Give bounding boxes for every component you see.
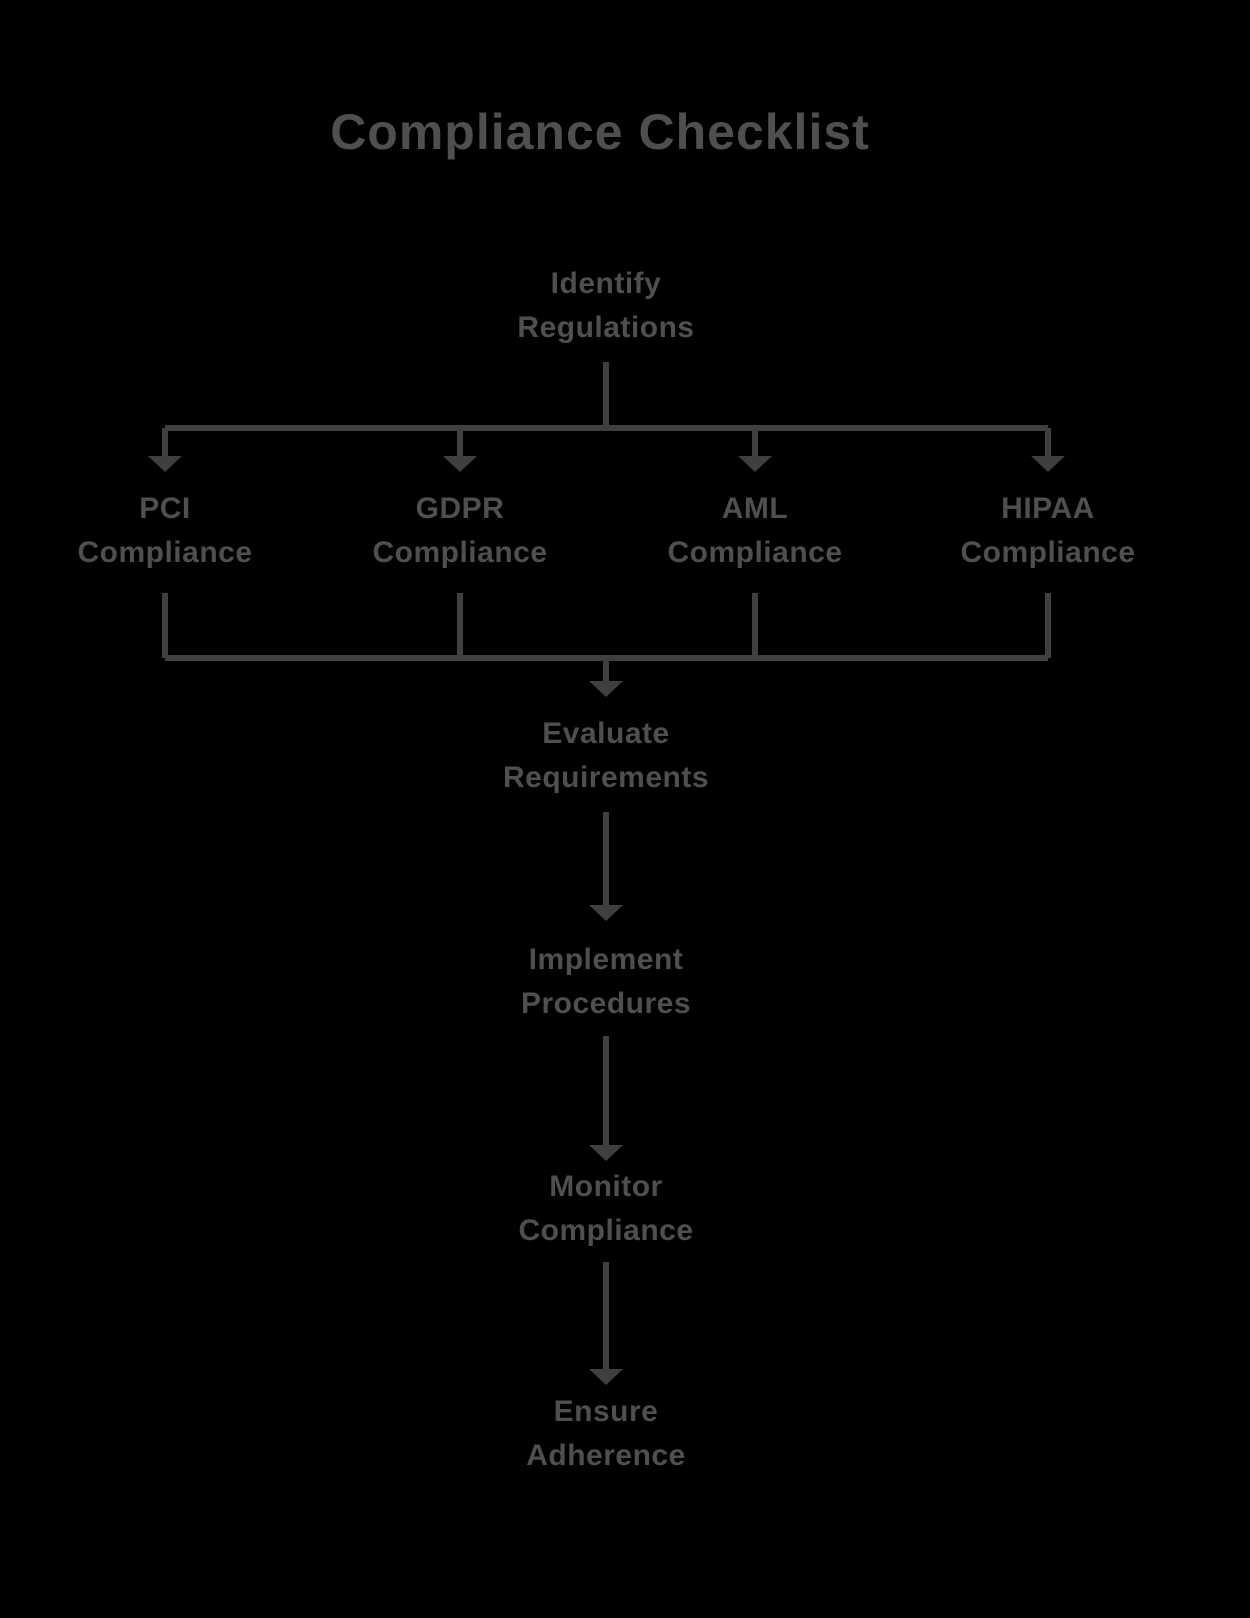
- node-monitor-line2: Compliance: [518, 1214, 694, 1247]
- branch-3-line2: Compliance: [667, 536, 843, 569]
- arrow-implement-to-monitor: [589, 1036, 623, 1161]
- node-hipaa-compliance: HIPAA Compliance: [960, 487, 1135, 575]
- node-evaluate-line2: Requirements: [502, 761, 710, 794]
- branch-1-line1: PCI: [139, 492, 191, 525]
- branch-4-line2: Compliance: [960, 536, 1136, 569]
- branch-3-line1: AML: [721, 492, 789, 525]
- page-title: Compliance Checklist: [330, 104, 870, 160]
- arrow-split-branch-4: [1031, 428, 1065, 472]
- node-implement-line2: Procedures: [520, 987, 692, 1020]
- arrowhead-implement: [589, 905, 623, 921]
- branch-4-line1: HIPAA: [1001, 492, 1095, 525]
- arrow-split-branch-3: [738, 428, 772, 472]
- node-identify-line1: Identify: [550, 267, 662, 300]
- node-gdpr-compliance: GDPR Compliance: [372, 487, 547, 575]
- node-monitor-line1: Monitor: [549, 1170, 663, 1203]
- arrow-split-branch-2: [443, 428, 477, 472]
- branch-2-line1: GDPR: [415, 492, 505, 525]
- arrowhead-branch-4: [1031, 456, 1065, 472]
- node-implement-procedures: Implement Procedures: [521, 938, 691, 1026]
- arrowhead-evaluate: [589, 681, 623, 697]
- node-ensure-line2: Adherence: [526, 1439, 686, 1472]
- arrowhead-ensure: [589, 1369, 623, 1385]
- arrowhead-branch-1: [148, 456, 182, 472]
- node-monitor-compliance: Monitor Compliance: [518, 1165, 693, 1253]
- node-ensure-adherence: Ensure Adherence: [526, 1390, 686, 1478]
- branch-1-line2: Compliance: [77, 536, 253, 569]
- node-evaluate-line1: Evaluate: [542, 717, 670, 750]
- arrowhead-monitor: [589, 1145, 623, 1161]
- arrow-evaluate-to-implement: [589, 812, 623, 921]
- arrow-monitor-to-ensure: [589, 1262, 623, 1385]
- node-pci-compliance: PCI Compliance: [77, 487, 252, 575]
- arrowhead-branch-3: [738, 456, 772, 472]
- arrow-split-branch-1: [148, 428, 182, 472]
- node-identify-regulations: Identify Regulations: [517, 262, 694, 350]
- arrowhead-branch-2: [443, 456, 477, 472]
- node-evaluate-requirements: Evaluate Requirements: [503, 712, 709, 800]
- node-aml-compliance: AML Compliance: [667, 487, 842, 575]
- node-identify-line2: Regulations: [517, 311, 695, 344]
- arrow-merge-to-evaluate: [589, 658, 623, 697]
- node-ensure-line1: Ensure: [553, 1395, 659, 1428]
- node-implement-line1: Implement: [528, 943, 684, 976]
- branch-2-line2: Compliance: [372, 536, 548, 569]
